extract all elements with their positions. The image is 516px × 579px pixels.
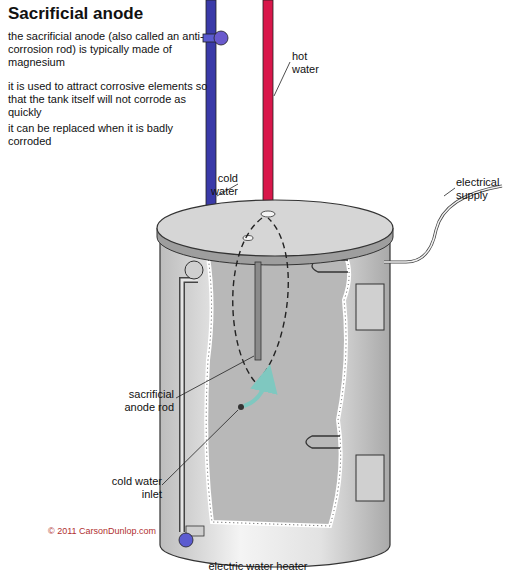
part-label: sacrificial anode rod <box>108 388 174 414</box>
leader-line <box>274 62 290 96</box>
drain-valve <box>179 526 204 547</box>
leader-line <box>176 356 254 398</box>
tank-cutaway <box>206 244 349 526</box>
note-text: it is used to attract corrosive elements… <box>8 80 213 120</box>
cold-water-valve <box>203 31 228 45</box>
drain-pipe <box>182 280 198 532</box>
element-panel <box>356 284 384 330</box>
inlet-opening <box>238 404 244 410</box>
heating-element <box>306 436 340 448</box>
anode-fitting <box>243 236 253 241</box>
copyright-watermark: © 2011 CarsonDunlop.com <box>48 526 208 537</box>
tank-lid <box>157 200 393 256</box>
pressure-valve <box>185 261 203 279</box>
diagram-title: Sacrificial anode <box>8 4 143 24</box>
anode-rod <box>255 262 261 360</box>
part-label: electrical supply <box>456 176 516 202</box>
diagram-caption: electric water heater <box>0 560 516 573</box>
leader-line <box>162 410 238 485</box>
note-text: the sacrificial anode (also called an an… <box>8 30 213 70</box>
drain-pipe <box>182 280 198 532</box>
flow-arrow <box>244 378 267 406</box>
note-text: it can be replaced when it is badly corr… <box>8 122 213 148</box>
pipe-fitting <box>261 211 275 217</box>
part-label: cold water <box>200 172 238 198</box>
insulation-edge <box>206 244 349 526</box>
leader-line <box>444 188 455 196</box>
hot-water-pipe <box>263 0 273 215</box>
hidden-outline <box>233 218 289 383</box>
tank-body <box>160 236 390 567</box>
element-panel <box>356 455 384 501</box>
part-label: hot water <box>292 50 332 76</box>
part-label: cold water inlet <box>96 475 162 501</box>
